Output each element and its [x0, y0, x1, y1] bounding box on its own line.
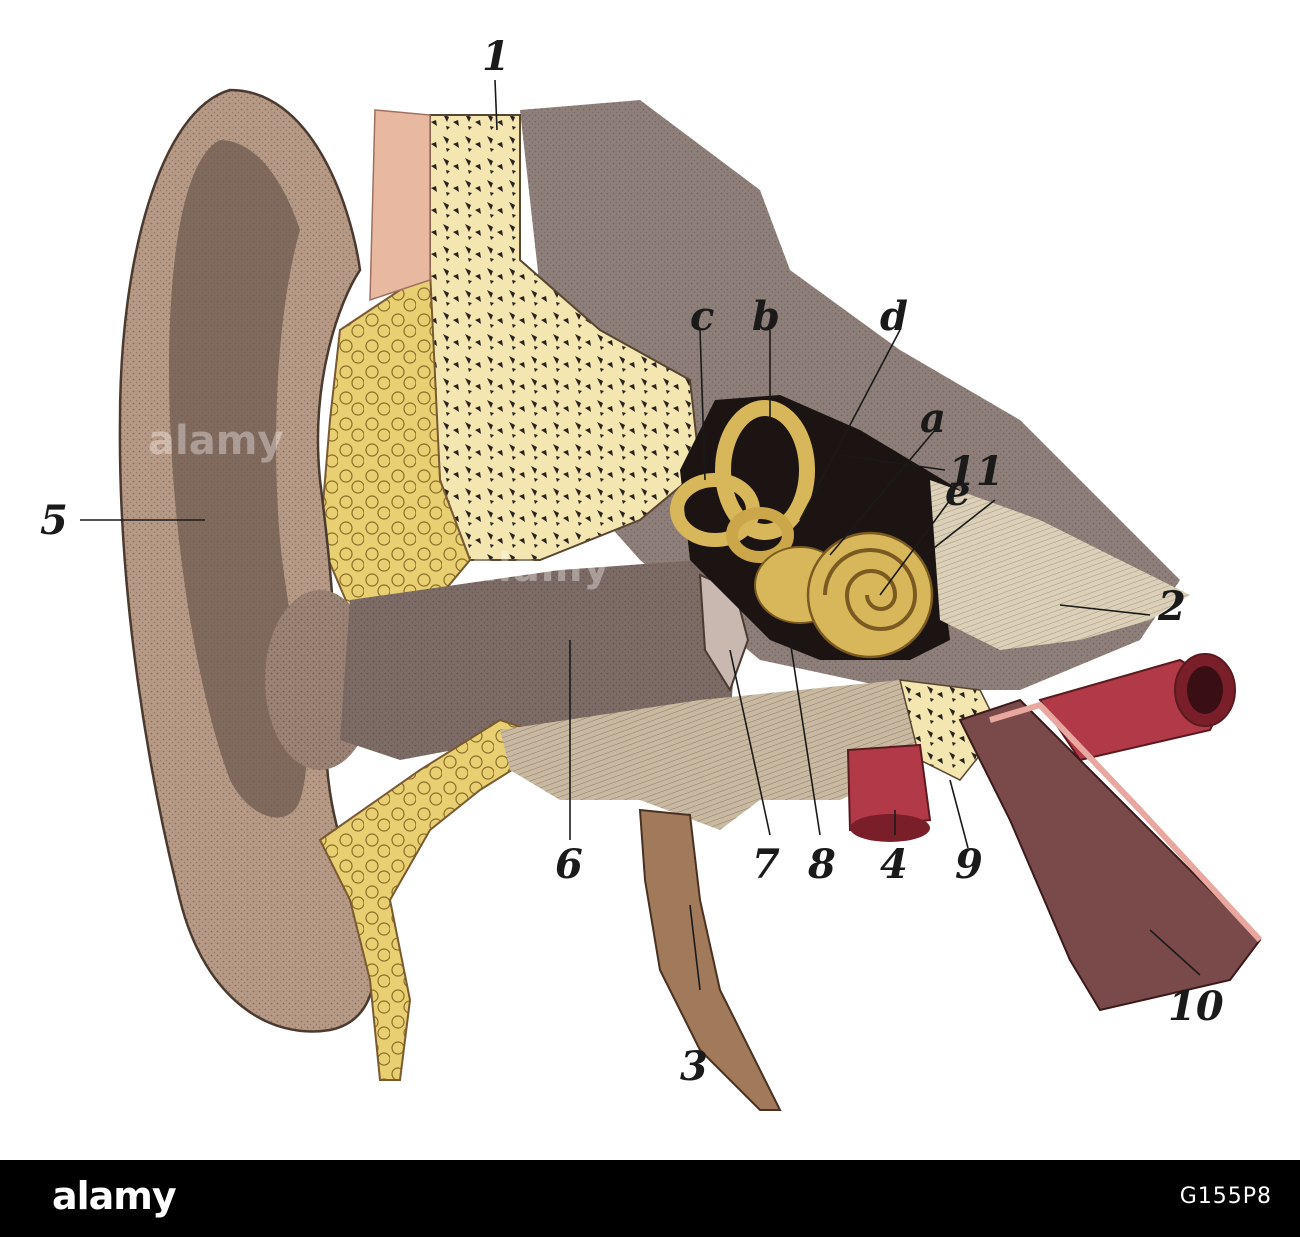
leader-2	[1059, 604, 1151, 616]
label-e: e	[945, 468, 970, 515]
semicircular-canal-lateral	[726, 507, 794, 563]
label-6: 6	[555, 841, 583, 888]
label-9: 9	[955, 841, 983, 888]
ear-anatomy-illustration: 1 2 3 4 5 6 7 8 9 10 11 a b c d e alamy …	[40, 33, 1263, 1111]
label-2: 2	[1157, 583, 1186, 630]
label-4: 4	[880, 841, 908, 888]
leader-e	[879, 499, 951, 596]
leader-11b	[924, 499, 996, 556]
leader-8	[789, 639, 821, 836]
tympanic-bone	[318, 718, 563, 1081]
label-a: a	[920, 395, 946, 442]
label-c: c	[690, 293, 714, 340]
label-1: 1	[482, 33, 510, 80]
leader-9	[949, 779, 969, 849]
watermark-center: alamy	[470, 545, 611, 591]
label-d: d	[880, 293, 908, 340]
styloid-process	[638, 808, 782, 1111]
leader-d	[799, 329, 901, 521]
label-5: 5	[40, 497, 68, 544]
label-10: 10	[1168, 983, 1224, 1030]
leader-11a	[839, 454, 946, 471]
image-code: G155P8	[1179, 1184, 1272, 1209]
leader-7	[729, 649, 771, 836]
carotid-artery	[846, 743, 932, 832]
leader-1	[494, 79, 498, 131]
watermark-left: alamy	[148, 418, 284, 464]
label-b: b	[752, 293, 780, 340]
leader-3	[689, 904, 701, 991]
ear-diagram: 1 2 3 4 5 6 7 8 9 10 11 a b c d e	[40, 33, 1263, 1111]
label-11: 11	[948, 448, 1004, 495]
leader-10	[1149, 929, 1201, 976]
footer-logo[interactable]: alamy	[52, 1174, 177, 1218]
leader-c	[699, 329, 706, 481]
label-7: 7	[752, 841, 780, 888]
label-3: 3	[680, 1043, 708, 1090]
label-8: 8	[807, 841, 836, 888]
stock-footer-bar: alamy G155P8	[0, 1160, 1300, 1237]
semicircular-canal-superior	[715, 400, 815, 540]
eustachian-tube	[958, 698, 1262, 1012]
leader-a	[829, 429, 936, 556]
